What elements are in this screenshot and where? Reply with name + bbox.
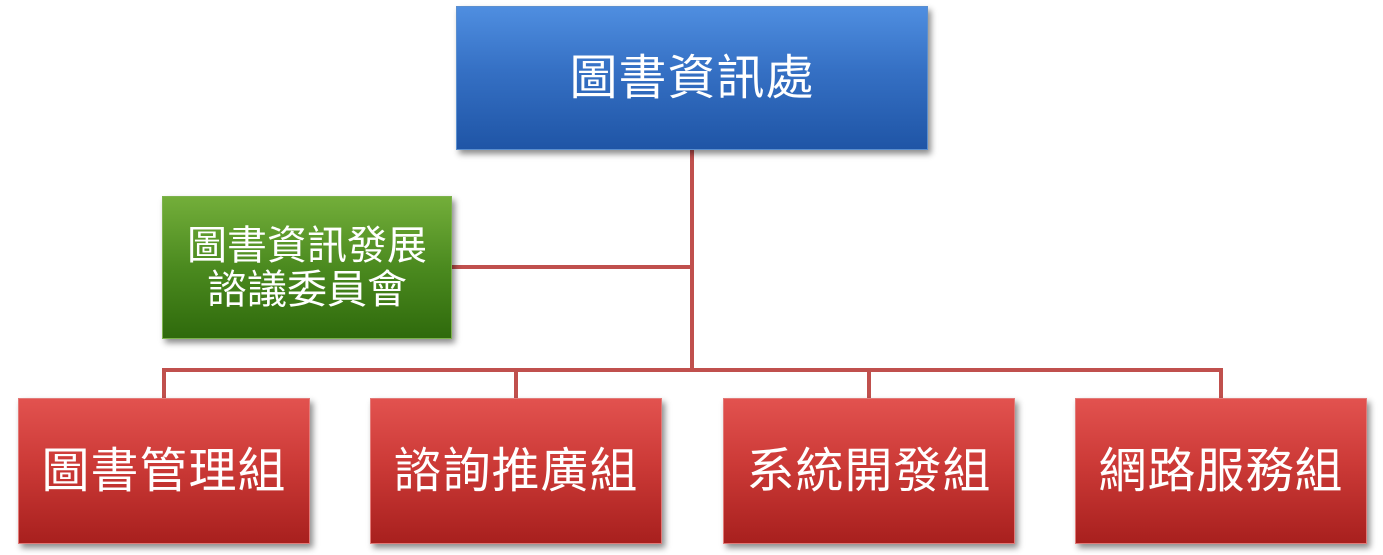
division-label: 網路服務組 [1098,442,1344,499]
committee-label-line1: 圖書資訊發展 [187,222,427,269]
division-node: 諮詢推廣組 [370,398,662,544]
top-node: 圖書資訊處 [456,6,928,150]
division-node: 系統開發組 [723,398,1015,544]
division-label: 圖書管理組 [41,442,287,499]
division-node: 網路服務組 [1075,398,1367,544]
top-node-label: 圖書資訊處 [569,49,815,106]
division-node: 圖書管理組 [18,398,310,544]
committee-node: 圖書資訊發展 諮議委員會 [162,196,452,339]
committee-label-line2: 諮議委員會 [207,266,407,313]
division-label: 諮詢推廣組 [393,442,639,499]
division-label: 系統開發組 [746,442,992,499]
